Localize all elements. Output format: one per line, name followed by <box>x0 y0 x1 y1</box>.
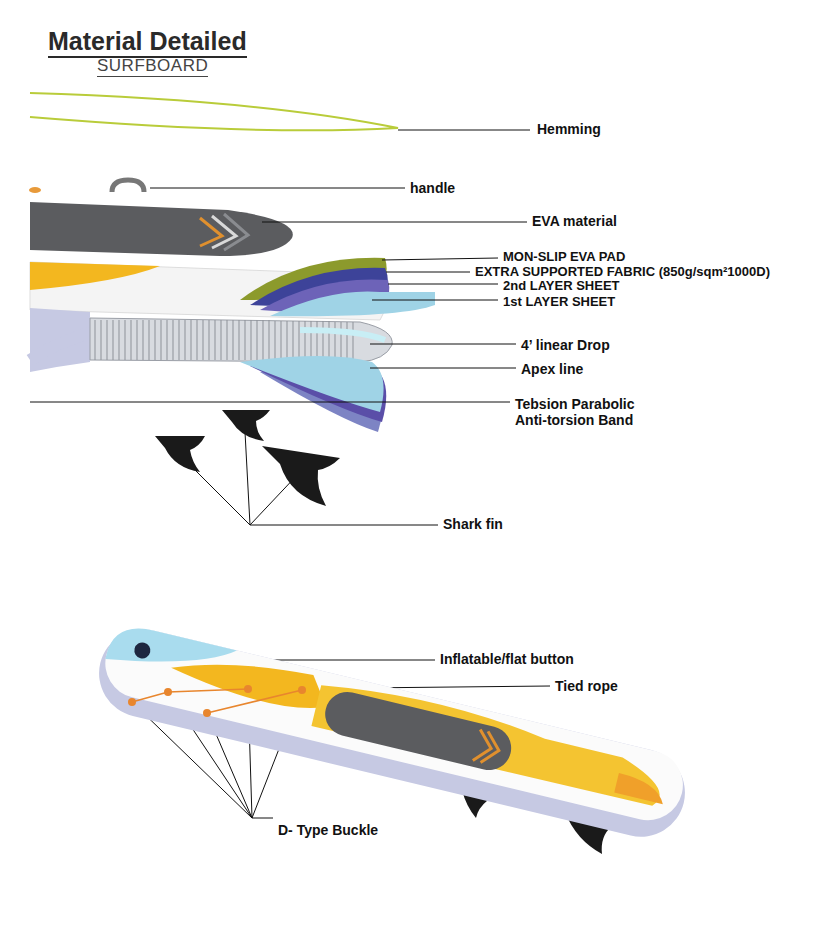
part-label: 4’ linear Drop <box>521 337 610 353</box>
part-label: Hemming <box>537 121 601 137</box>
part-label: EVA material <box>532 213 617 229</box>
fin <box>155 436 205 472</box>
part-label: Inflatable/flat button <box>440 651 574 667</box>
full-board <box>90 620 694 846</box>
part-label: Tied rope <box>555 678 618 694</box>
part-label: handle <box>410 180 455 196</box>
eva-pad <box>30 202 293 256</box>
apex-highlight <box>300 330 385 340</box>
drop-stitch-core <box>90 318 392 362</box>
pad-chevron <box>224 214 248 250</box>
handle-shape <box>112 180 144 192</box>
part-label: 1st LAYER SHEET <box>503 295 615 310</box>
part-label: 2nd LAYER SHEET <box>503 279 620 294</box>
layer-sheet-1 <box>270 292 435 317</box>
tied-rope <box>132 689 302 713</box>
d-buckles <box>128 685 306 717</box>
drop-stitch-threads <box>95 320 353 361</box>
nose-dot <box>29 187 41 193</box>
deck-yellow <box>30 262 160 290</box>
diagram-title: Material Detailed <box>48 28 247 58</box>
bottom-layer <box>240 356 384 412</box>
hemming-loop <box>30 93 398 130</box>
part-label: D- Type Buckle <box>278 822 378 838</box>
part-label: Tebsion Parabolic Anti-torsion Band <box>515 396 655 428</box>
part-label: Shark fin <box>443 516 503 532</box>
part-label: MON-SLIP EVA PAD <box>503 250 625 265</box>
subtitle: SURFBOARD <box>97 56 208 77</box>
part-label: Apex line <box>521 361 583 377</box>
fin <box>262 446 340 506</box>
part-label: EXTRA SUPPORTED FABRIC (850g/sqm²1000D) <box>475 265 770 280</box>
fin <box>222 410 270 441</box>
